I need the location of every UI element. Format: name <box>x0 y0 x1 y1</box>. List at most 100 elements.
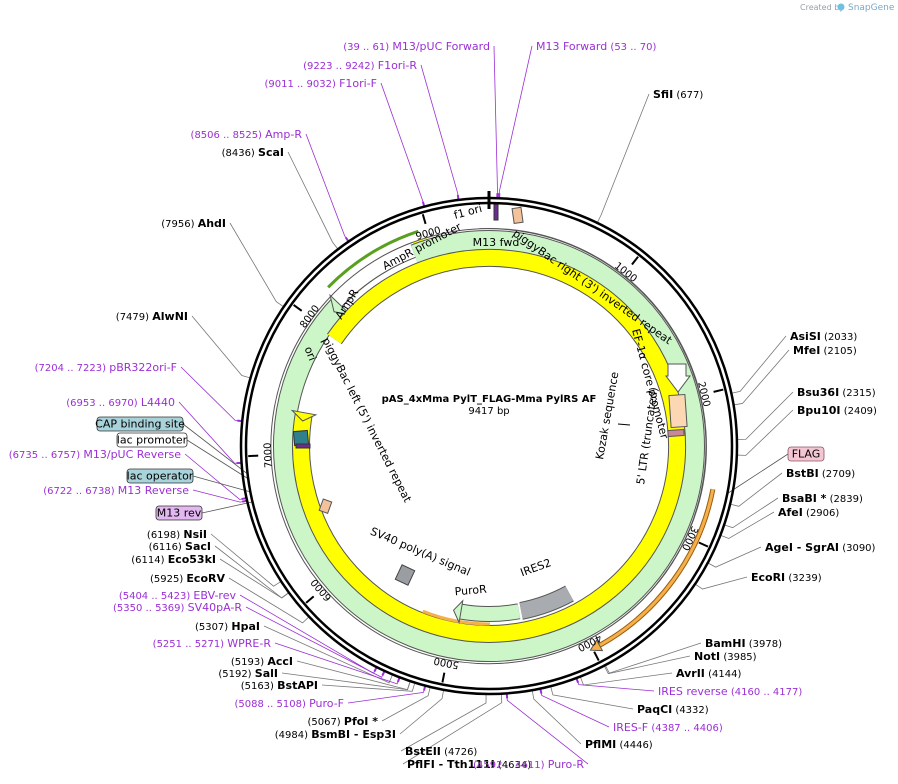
primer-leader <box>498 45 533 199</box>
site-position: (4144) <box>708 669 741 680</box>
tick-mark <box>421 213 427 225</box>
orf-highlight-arrowhead <box>589 639 604 652</box>
site-name: BstAPI <box>277 679 318 692</box>
site-name: BstBI <box>786 467 819 480</box>
m13-fwd-label: M13 fwd <box>473 236 520 249</box>
tick-mark <box>713 388 724 393</box>
site-name: HpaI <box>231 620 260 633</box>
ampr-orf-highlight <box>327 229 419 289</box>
primer-site: (9223 .. 9242) F1ori-R <box>303 59 417 72</box>
site-position: (7479) <box>116 312 149 323</box>
m13-fwd-box <box>493 203 499 221</box>
site-name: BstEII <box>405 745 441 758</box>
enzyme-site: (5307) HpaI <box>195 620 260 633</box>
enzyme-site-text: PaqCI (4332) <box>637 703 709 716</box>
enzyme-site: (5192) SalI <box>218 667 278 680</box>
enzyme-site: BstEII (4726) <box>405 745 477 758</box>
site-position: (4726) <box>444 747 477 758</box>
site-name: AfeI <box>778 506 803 519</box>
primer-site-text: M13 Forward (53 .. 70) <box>536 40 656 53</box>
primer-site: (6735 .. 6757) M13/pUC Reverse <box>9 448 181 461</box>
boxed-label: FLAG <box>787 446 825 462</box>
enzyme-site: (6116) SacI <box>149 540 211 553</box>
site-position: (2409) <box>844 406 877 417</box>
tick-label: 5000 <box>433 654 460 670</box>
primer-site: (4592 .. 4611) Puro-R <box>473 758 584 771</box>
enzyme-site: EcoRI (3239) <box>751 571 822 584</box>
enzyme-leader <box>228 577 310 624</box>
enzyme-site: (5193) AccI <box>231 655 293 668</box>
site-name: M13 Reverse <box>118 484 189 497</box>
enzyme-site-text: (5193) AccI <box>231 655 293 668</box>
site-position: (5925) <box>150 574 183 585</box>
primer-site: (6953 .. 6970) L4440 <box>66 396 175 409</box>
ori-arc <box>293 249 686 642</box>
site-name: MfeI <box>793 344 820 357</box>
enzyme-site-text: (4984) BsmBI - Esp3I <box>275 728 396 741</box>
enzyme-leader <box>596 93 650 224</box>
site-name: AvrII <box>676 667 705 680</box>
backbone <box>239 191 739 696</box>
boxed-label-text: FLAG <box>792 448 821 461</box>
boxed-label-bg <box>787 446 825 462</box>
enzyme-leader <box>724 497 779 529</box>
tick-mark <box>441 672 446 683</box>
site-position: (4984) <box>275 730 308 741</box>
enzyme-site: (5925) EcoRV <box>150 572 226 585</box>
site-labels: SfiI (677)AsiSI (2033)MfeI (2105)Bsu36I … <box>9 40 877 771</box>
site-name: AgeI - SgrAI <box>765 541 839 554</box>
enzyme-leader <box>402 693 503 765</box>
site-name: M13/pUC Reverse <box>83 448 181 461</box>
primer-leader <box>178 401 242 464</box>
boxed-label-text: lac promoter <box>117 434 188 447</box>
feature-arcs <box>270 203 716 665</box>
primer-site-text: (5350 .. 5369) SV40pA-R <box>113 601 242 614</box>
enzyme-site: (5163) BstAPI <box>241 679 318 692</box>
site-name: AhdI <box>198 217 226 230</box>
site-name: F1ori-R <box>378 59 418 72</box>
site-name: F1ori-F <box>339 77 377 90</box>
site-position: (2315) <box>842 388 875 399</box>
primer-site-text: (6735 .. 6757) M13/pUC Reverse <box>9 448 181 461</box>
boxed-label-text: CAP binding site <box>95 418 185 431</box>
site-position: (4634) <box>498 760 531 771</box>
primer-site-text: IRES-F (4387 .. 4406) <box>613 721 723 734</box>
boxed-label-text: lac operator <box>127 470 194 483</box>
box-leader <box>727 453 789 494</box>
plasmid-name: pAS_4xMma PylT_FLAG-Mma PylRS AF <box>382 394 597 405</box>
site-position: (5088 .. 5108) <box>234 699 306 710</box>
site-position: (5350 .. 5369) <box>113 603 185 614</box>
primer-site-text: (5251 .. 5271) WPRE-R <box>153 637 272 650</box>
5-ltr-truncated-label: 5' LTR (truncated) <box>634 386 661 485</box>
site-position: (5192) <box>218 669 251 680</box>
primer-site-text: IRES reverse (4160 .. 4177) <box>658 685 802 698</box>
credit-text: Created by <box>800 3 844 12</box>
site-position: (39 .. 61) <box>343 42 389 53</box>
site-position: (2105) <box>823 346 856 357</box>
site-position: (5163) <box>241 681 274 692</box>
boxed-label-bg <box>155 505 203 521</box>
enzyme-site: SfiI (677) <box>653 88 703 101</box>
enzyme-leader <box>731 335 787 394</box>
enzyme-leader <box>321 682 416 692</box>
enzyme-site-text: MfeI (2105) <box>793 344 857 357</box>
site-position: (2709) <box>822 469 855 480</box>
enzyme-site-text: BstBI (2709) <box>786 467 855 480</box>
primer-site-text: (6953 .. 6970) L4440 <box>66 396 175 409</box>
site-name: Eco53kI <box>168 553 216 566</box>
enzyme-site-text: EcoRI (3239) <box>751 571 822 584</box>
ires2-arc <box>519 586 574 619</box>
brand-text: SnapGene <box>848 3 895 13</box>
enzyme-leader <box>399 689 445 735</box>
primer-site: (5088 .. 5108) Puro-F <box>234 697 344 710</box>
sv40-polya-box <box>394 564 416 586</box>
site-position: (3978) <box>749 639 782 650</box>
site-name: EcoRV <box>186 572 225 585</box>
site-position: (4332) <box>675 705 708 716</box>
enzyme-site-text: PflMI (4446) <box>585 738 653 751</box>
site-position: (5404 .. 5423) <box>119 591 191 602</box>
enzyme-site: (7956) AhdI <box>161 217 226 230</box>
site-name: Bpu10I <box>797 404 841 417</box>
box-leader <box>186 439 249 480</box>
primer-site-text: (5404 .. 5423) EBV-rev <box>119 589 237 602</box>
